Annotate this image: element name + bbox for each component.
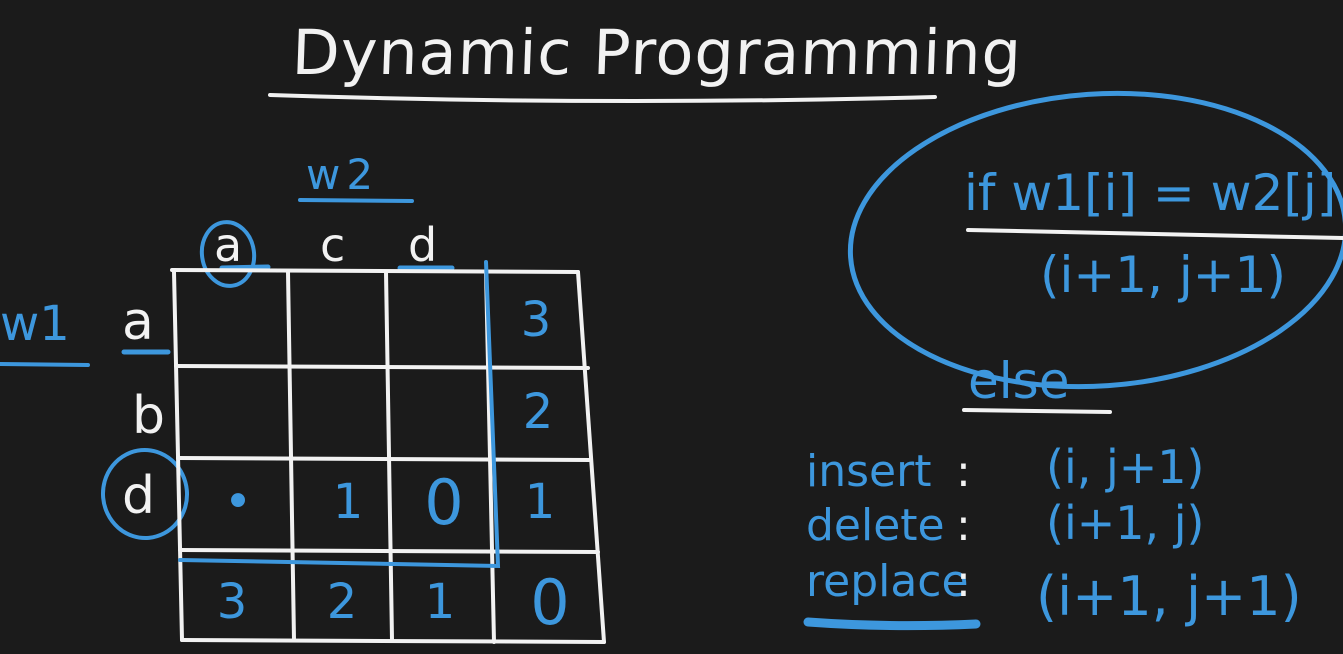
else-label: else: [968, 352, 1070, 410]
op-replace-move: (i+1, j+1): [1036, 565, 1302, 628]
op-delete-move: (i+1, j): [1046, 496, 1205, 550]
cell-base-d: 1: [424, 574, 456, 630]
replace-underline: [803, 617, 981, 631]
column-header-a: a: [214, 218, 243, 272]
cell-a-end: 3: [520, 292, 552, 348]
title-underline: [268, 93, 937, 104]
w1-label: w1: [0, 296, 70, 352]
condition-ellipse: [847, 90, 1343, 390]
cell-base-a: 3: [216, 574, 248, 630]
row-header-d: d: [122, 466, 156, 526]
column-header-c: c: [320, 218, 346, 272]
w2-label: w2: [306, 150, 380, 199]
op-replace-name: replace: [806, 556, 969, 607]
cell-base-c: 2: [326, 574, 358, 630]
op-insert-move: (i, j+1): [1046, 440, 1205, 494]
w2-underline: [298, 198, 414, 203]
cell-d-c: 1: [332, 474, 364, 530]
op-insert-name: insert: [806, 446, 932, 497]
cell-d-a: •: [223, 474, 253, 530]
cell-d-end: 1: [524, 474, 556, 530]
op-replace-sep: :: [956, 556, 971, 607]
cell-b-end: 2: [522, 384, 554, 440]
column-header-d: d: [408, 218, 438, 272]
w1-underline: [0, 362, 90, 367]
cell-d-d: 0: [424, 466, 464, 539]
row-header-b: b: [132, 386, 166, 446]
match-move: (i+1, j+1): [1040, 246, 1286, 304]
cell-base-end: 0: [530, 566, 570, 639]
else-underline: [962, 408, 1112, 414]
op-delete-sep: :: [956, 500, 971, 551]
page-title: Dynamic Programming: [290, 16, 1024, 89]
match-condition: if w1[i] = w2[j]: [964, 164, 1337, 222]
op-insert-sep: :: [956, 446, 971, 497]
condition-underline: [966, 228, 1343, 240]
op-delete-name: delete: [806, 500, 945, 551]
row-header-a: a: [122, 292, 154, 352]
